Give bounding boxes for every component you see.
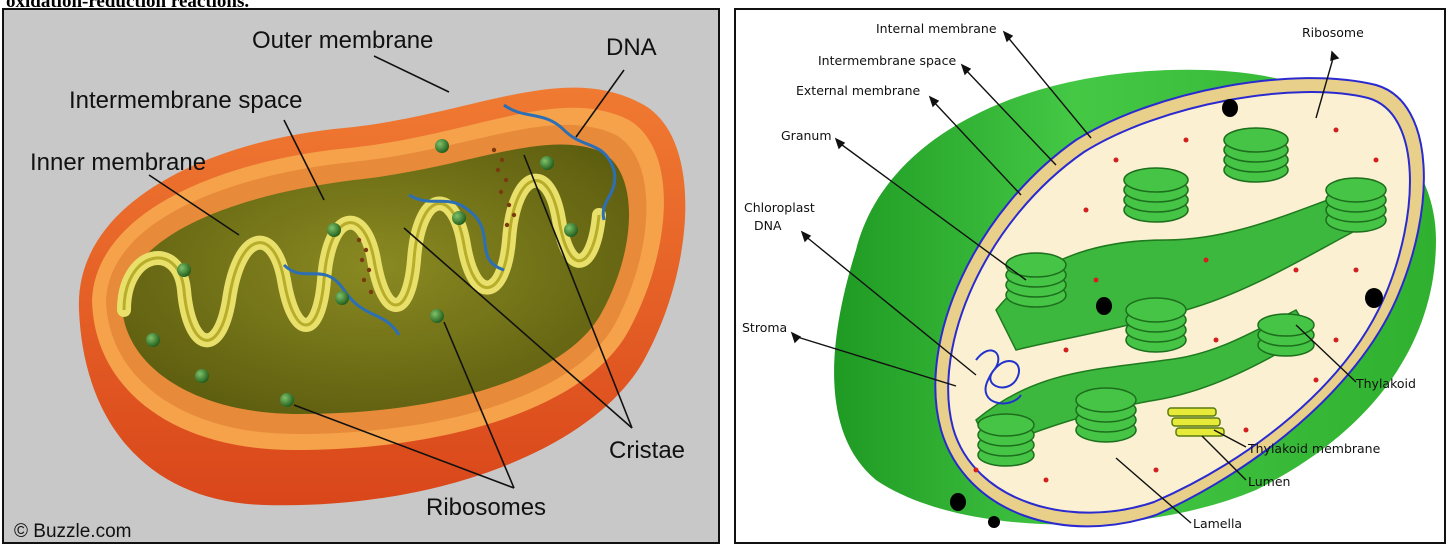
label-outer-membrane: Outer membrane [252,27,433,54]
label-internal-membrane: Internal membrane [876,21,997,36]
label-chloroplast-dna-line1: Chloroplast [744,200,815,215]
label-chloroplast-dna-line2: DNA [754,218,782,233]
label-granum: Granum [781,128,832,143]
label-stroma: Stroma [742,320,787,335]
granum-stack [1126,298,1186,352]
granum-stack [1224,128,1288,182]
label-ribosome: Ribosome [1302,25,1364,40]
granum-stack [978,414,1034,466]
label-ribosomes: Ribosomes [426,494,546,521]
label-lumen: Lumen [1248,474,1290,489]
label-intermembrane-space: Intermembrane space [69,87,302,114]
granum-stack [1076,388,1136,442]
granum-stack [1124,168,1188,222]
granum-stack [1326,178,1386,232]
label-dna: DNA [606,34,657,61]
chloroplast-panel: Internal membrane Intermembrane space Ex… [734,8,1446,544]
mitochondrion-diagram: Outer membrane Intermembrane space Inner… [4,10,718,542]
chloro-thylakoid-membrane [1168,408,1224,436]
chloroplast-diagram: Internal membrane Intermembrane space Ex… [736,10,1444,542]
label-thylakoid-membrane: Thylakoid membrane [1247,441,1381,456]
copyright-text: © Buzzle.com [14,521,131,542]
label-intermembrane-space: Intermembrane space [818,53,956,68]
label-thylakoid: Thylakoid [1355,376,1416,391]
granum-stack [1006,253,1066,307]
label-lamella: Lamella [1193,516,1242,531]
mitochondrion-panel: Outer membrane Intermembrane space Inner… [2,8,720,544]
label-cristae: Cristae [609,437,685,464]
label-inner-membrane: Inner membrane [30,149,206,176]
label-external-membrane: External membrane [796,83,921,98]
